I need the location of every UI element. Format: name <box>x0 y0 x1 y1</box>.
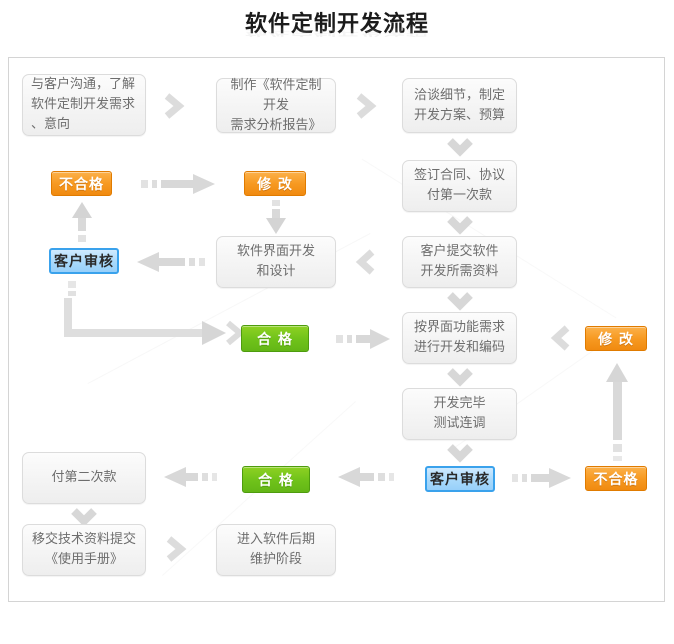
node-second-payment[interactable]: 付第二次款 <box>22 452 146 504</box>
node-ui-development-design[interactable]: 软件界面开发 和设计 <box>216 236 336 288</box>
chevron-down-icon <box>446 367 474 389</box>
chevron-left-icon <box>354 249 378 275</box>
chevron-right-icon <box>165 536 189 562</box>
chevron-left-icon <box>549 325 573 351</box>
node-client-submit-materials[interactable]: 客户提交软件 开发所需资料 <box>402 236 517 288</box>
node-post-maintenance-phase[interactable]: 进入软件后期 维护阶段 <box>216 524 336 576</box>
label-fail-bottom[interactable]: 不合格 <box>585 466 647 491</box>
arrow-left-dashed-icon <box>133 250 211 274</box>
node-development-complete-testing[interactable]: 开发完毕 测试连调 <box>402 388 517 440</box>
arrow-up-dashed-icon <box>69 200 95 248</box>
node-requirement-analysis-report[interactable]: 制作《软件定制开发 需求分析报告》 <box>216 78 336 133</box>
label-fail-top[interactable]: 不合格 <box>51 171 112 196</box>
node-sign-contract-first-payment[interactable]: 签订合同、协议 付第一次款 <box>402 160 517 212</box>
chevron-down-icon <box>70 507 98 529</box>
arrow-right-dashed-icon <box>512 466 580 490</box>
label-modify-right[interactable]: 修 改 <box>585 326 647 351</box>
chevron-down-icon <box>446 291 474 313</box>
label-modify-top[interactable]: 修 改 <box>244 171 306 196</box>
arrow-left-dashed-icon <box>334 465 408 489</box>
arrow-up-dashed-icon <box>604 360 630 465</box>
label-pass-mid[interactable]: 合 格 <box>241 325 309 352</box>
arrow-right-dashed-icon <box>141 172 223 196</box>
label-pass-bottom[interactable]: 合 格 <box>242 466 310 493</box>
arrow-down-dashed-icon <box>263 200 289 238</box>
node-communicate-with-client[interactable]: 与客户沟通，了解 软件定制开发需求 、意向 <box>22 74 146 136</box>
page-title: 软件定制开发流程 <box>244 12 429 37</box>
chevron-down-icon <box>446 443 474 465</box>
chevron-down-icon <box>446 215 474 237</box>
arrow-right-dashed-icon <box>336 327 394 351</box>
node-develop-and-code[interactable]: 按界面功能需求 进行开发和编码 <box>402 312 517 364</box>
node-negotiate-plan-budget[interactable]: 洽谈细节，制定 开发方案、预算 <box>402 78 517 133</box>
chevron-right-icon <box>355 93 379 119</box>
chevron-right-icon <box>163 93 187 119</box>
chevron-down-icon <box>446 137 474 159</box>
arrow-left-dashed-icon <box>160 465 232 489</box>
label-review-bottom[interactable]: 客户审核 <box>425 466 495 492</box>
node-handover-technical-docs[interactable]: 移交技术资料提交 《使用手册》 <box>22 524 146 576</box>
label-review-top[interactable]: 客户审核 <box>49 248 119 274</box>
